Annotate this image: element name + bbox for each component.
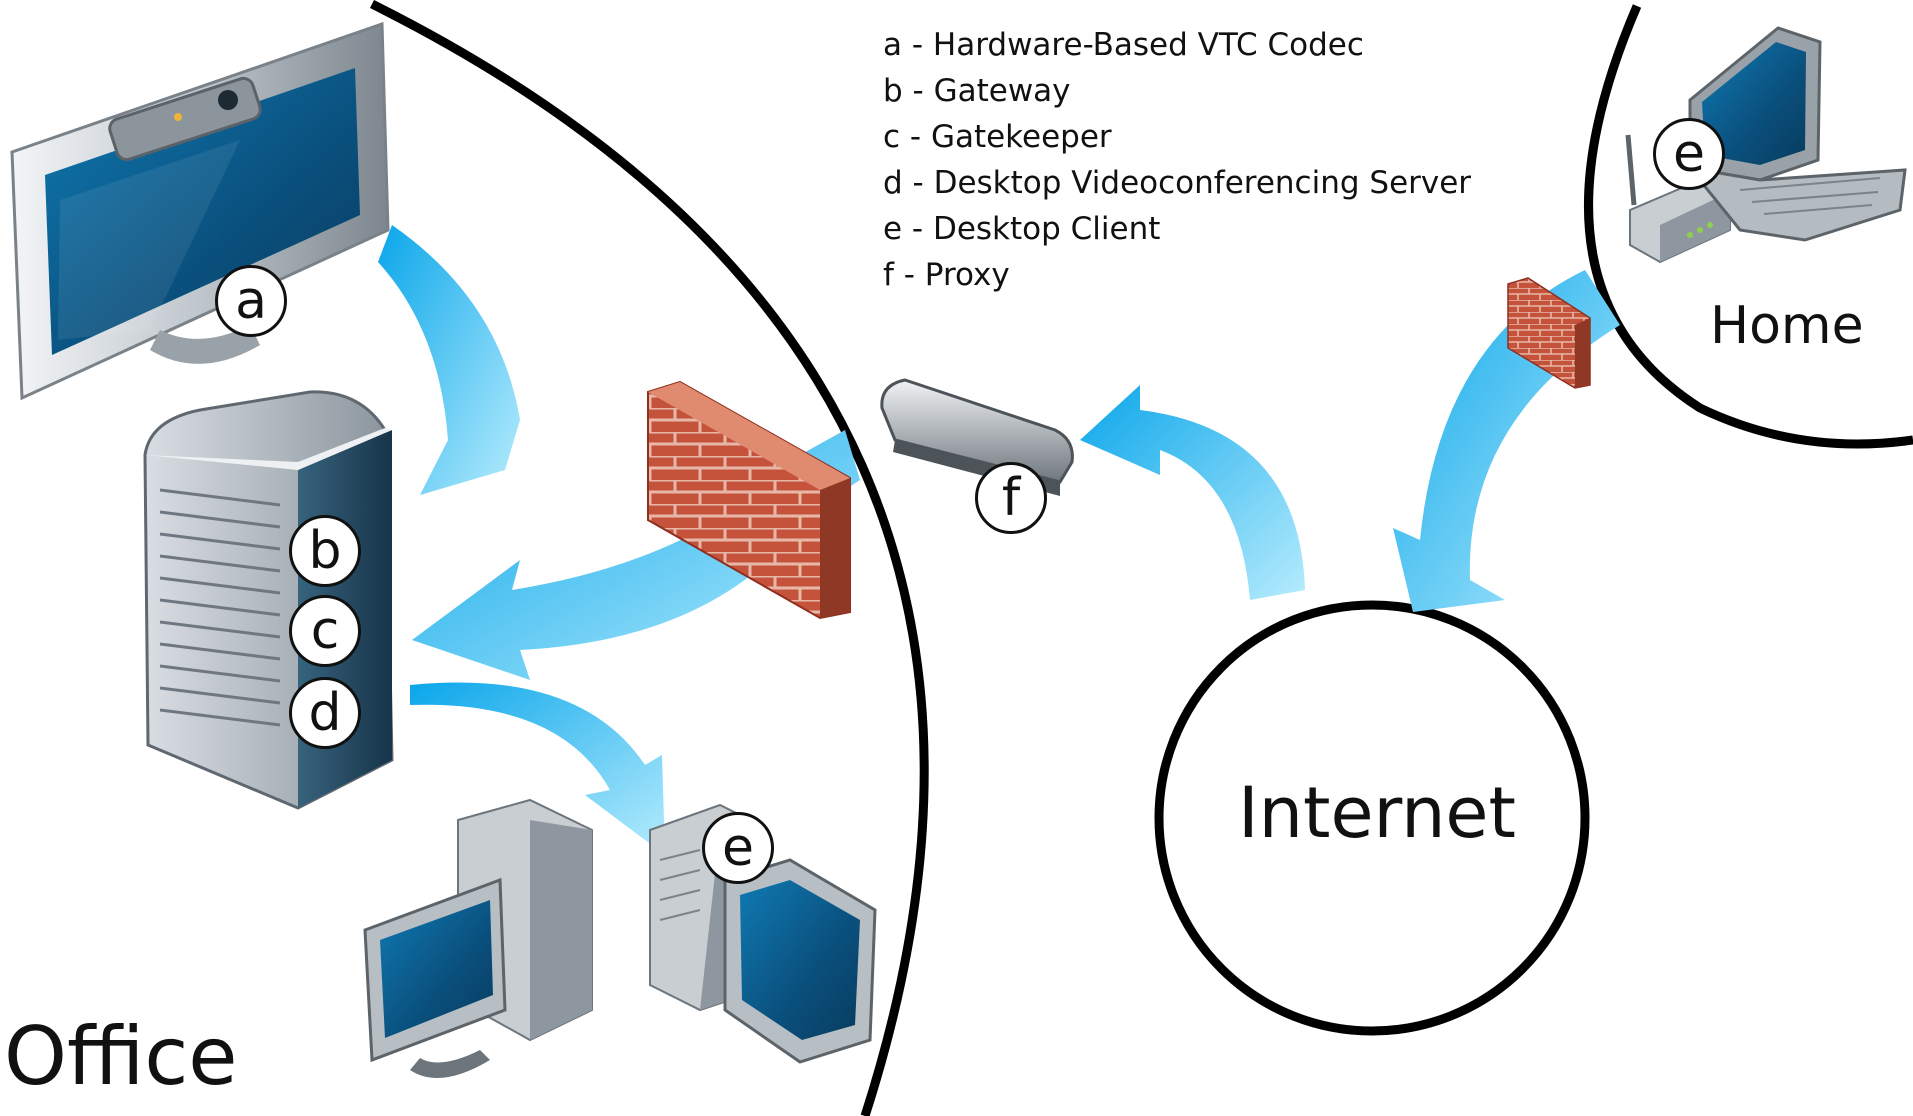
office-firewall-icon: [647, 380, 851, 620]
home-laptop: [1686, 26, 1907, 242]
internet-label: Internet: [1238, 772, 1516, 854]
office-boundary: [369, 0, 929, 1116]
arrow-firewall-to-server: [412, 430, 860, 680]
office-desktop-computer: [363, 798, 593, 1078]
home-boundary: [1584, 4, 1913, 449]
vtc-codec-monitor: [10, 21, 390, 401]
badge-e-home: e: [1653, 118, 1725, 190]
legend-item-b: b - Gateway: [883, 73, 1071, 109]
proxy-appliance: [880, 378, 1074, 496]
legend-item-c: c - Gatekeeper: [883, 119, 1112, 155]
badge-e-office: e: [702, 812, 774, 884]
office-label: Office: [4, 1010, 238, 1103]
badge-a: a: [215, 265, 287, 337]
legend: a - Hardware-Based VTC Codec b - Gateway…: [883, 22, 1471, 298]
legend-item-e: e - Desktop Client: [883, 211, 1161, 247]
badge-b: b: [289, 515, 361, 587]
office-desktop-client: [649, 803, 877, 1064]
internet-circle: [1154, 600, 1590, 1036]
legend-item-d: d - Desktop Videoconferencing Server: [883, 165, 1472, 201]
badge-f: f: [975, 462, 1047, 534]
legend-item-f: f - Proxy: [883, 257, 1010, 293]
arrow-internet-to-proxy: [1080, 385, 1305, 600]
home-label: Home: [1710, 296, 1864, 356]
arrow-server-to-client: [410, 682, 665, 855]
home-firewall-icon: [1507, 277, 1591, 389]
arrow-codec-to-server: [378, 225, 520, 495]
badge-c: c: [289, 595, 361, 667]
badge-d: d: [289, 677, 361, 749]
server-rack: [143, 390, 394, 810]
legend-item-a: a - Hardware-Based VTC Codec: [883, 27, 1364, 63]
